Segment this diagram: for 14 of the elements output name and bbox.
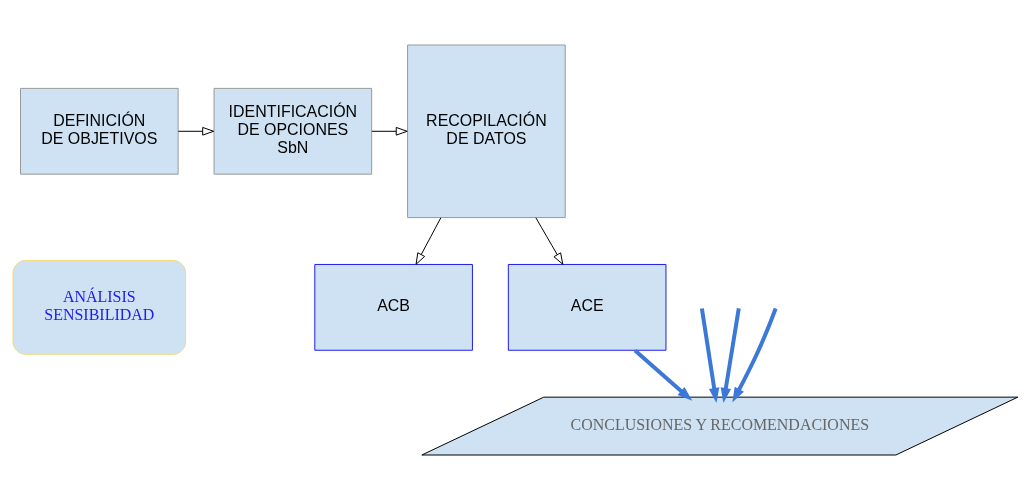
node-box: IDENTIFICACIÓN DE OPCIONES SbN bbox=[213, 87, 373, 175]
arrow bbox=[633, 348, 693, 401]
arrow bbox=[732, 307, 778, 402]
node-box: DEFINICIÓN DE OBJETIVOS bbox=[20, 87, 179, 175]
node-box: ANÁLISIS SENSIBILIDAD bbox=[12, 259, 187, 355]
node-box: RECOPILACIÓN DE DATOS bbox=[407, 44, 566, 218]
arrow bbox=[415, 216, 442, 265]
arrow bbox=[535, 216, 564, 265]
node-box: ACB bbox=[314, 263, 473, 351]
arrow bbox=[699, 307, 720, 403]
node-box: ACE bbox=[507, 263, 667, 351]
arrow bbox=[720, 307, 741, 403]
arrow bbox=[177, 126, 215, 136]
arrow bbox=[371, 126, 408, 136]
